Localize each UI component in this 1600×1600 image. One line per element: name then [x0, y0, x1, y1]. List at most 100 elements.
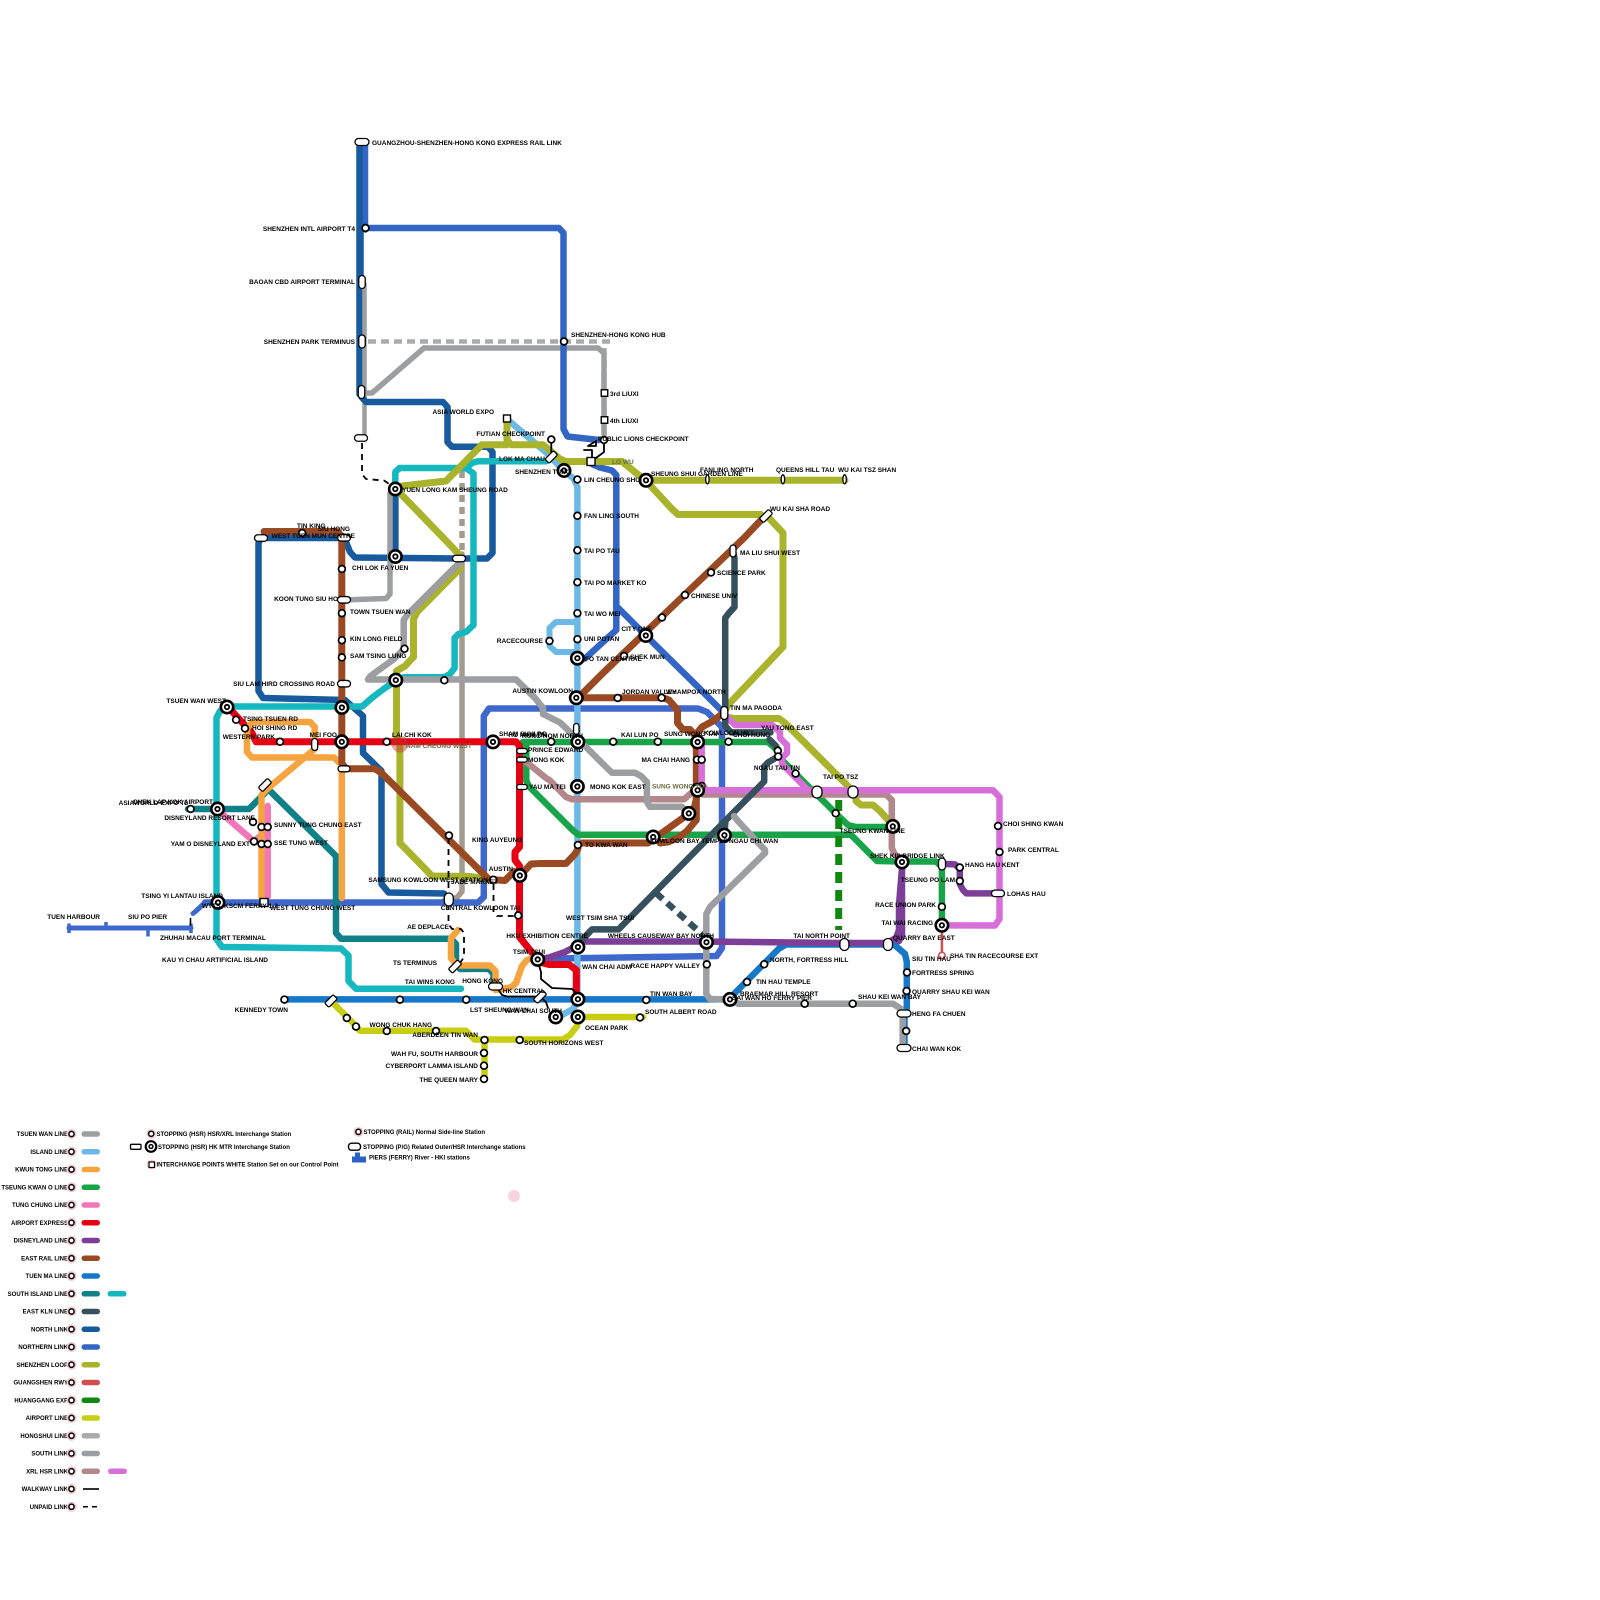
svg-text:RACE UNION PARK: RACE UNION PARK	[875, 902, 936, 909]
svg-text:SOUTH ISLAND LINE: SOUTH ISLAND LINE	[8, 1292, 68, 1298]
svg-text:TIN WAN BAY: TIN WAN BAY	[650, 991, 693, 998]
svg-text:EAST KLN LINE: EAST KLN LINE	[23, 1310, 68, 1316]
svg-text:SIU LAM HIRD CROSSING ROAD: SIU LAM HIRD CROSSING ROAD	[233, 681, 335, 688]
svg-text:STOPPING (RAIL) Normal Side-l: STOPPING (RAIL) Normal Side-line Station	[364, 1130, 486, 1136]
svg-text:WALKWAY LINK: WALKWAY LINK	[22, 1487, 69, 1493]
svg-text:BRAEMAR HILL RESORT: BRAEMAR HILL RESORT	[740, 991, 818, 998]
svg-text:TUEN MA LINE: TUEN MA LINE	[26, 1274, 68, 1280]
svg-text:TIN KING: TIN KING	[297, 523, 326, 530]
svg-text:WAN CHAI ADM: WAN CHAI ADM	[582, 964, 631, 971]
svg-text:TAI WAI RACING: TAI WAI RACING	[881, 920, 933, 927]
svg-text:TAI WO MEI: TAI WO MEI	[584, 611, 621, 618]
svg-text:LO WU: LO WU	[612, 459, 634, 466]
svg-text:SHENZHEN LOOP: SHENZHEN LOOP	[16, 1363, 68, 1369]
svg-text:PARK CENTRAL: PARK CENTRAL	[1008, 847, 1059, 854]
svg-text:LST SHEUNG WAN: LST SHEUNG WAN	[470, 1007, 529, 1014]
svg-text:KOWLOON HILL: KOWLOON HILL	[704, 730, 755, 737]
svg-text:SAMSUNG KOWLOON WEST STATION: SAMSUNG KOWLOON WEST STATION	[368, 877, 488, 884]
svg-text:SOUTH LINK: SOUTH LINK	[31, 1452, 68, 1458]
svg-text:WAH FU, SOUTH HARBOUR: WAH FU, SOUTH HARBOUR	[391, 1051, 478, 1058]
svg-text:CENTRAL KOWLOON TAI: CENTRAL KOWLOON TAI	[441, 905, 520, 912]
svg-text:TUNG CHUNG LINE: TUNG CHUNG LINE	[12, 1203, 68, 1209]
svg-text:BAOAN CBD AIRPORT TERMINAL: BAOAN CBD AIRPORT TERMINAL	[249, 279, 355, 286]
svg-text:ABERDEEN TIN WAN: ABERDEEN TIN WAN	[412, 1032, 478, 1039]
svg-text:WESTERN PARK: WESTERN PARK	[223, 734, 276, 741]
svg-text:MA LIU SHUI WEST: MA LIU SHUI WEST	[740, 550, 800, 557]
svg-text:AIRPORT EXPRESS: AIRPORT EXPRESS	[11, 1221, 68, 1227]
svg-text:QUARRY SHAU KEI WAN: QUARRY SHAU KEI WAN	[912, 989, 990, 996]
svg-text:GUANGZHOU-SHENZHEN-HONG KONG E: GUANGZHOU-SHENZHEN-HONG KONG EXPRESS RAI…	[372, 140, 562, 147]
svg-text:TO KWA WAN: TO KWA WAN	[585, 842, 628, 849]
svg-text:INTERCHANGE POINTS WHITE Stati: INTERCHANGE POINTS WHITE Station Set on …	[157, 1163, 339, 1169]
svg-text:TUEN HARBOUR: TUEN HARBOUR	[47, 914, 100, 921]
svg-text:HUNG HOM NORTH: HUNG HOM NORTH	[522, 733, 583, 740]
svg-text:PRINCE EDWARD: PRINCE EDWARD	[528, 747, 584, 754]
svg-text:XRL HSR LINK: XRL HSR LINK	[26, 1469, 69, 1475]
svg-text:TAI PO TSZ: TAI PO TSZ	[823, 774, 858, 781]
svg-text:WAN CHAI SOUTH: WAN CHAI SOUTH	[505, 1008, 563, 1015]
svg-text:MONG KOK: MONG KOK	[528, 757, 565, 764]
svg-text:WU KAI TSZ SHAN: WU KAI TSZ SHAN	[838, 467, 896, 474]
svg-text:NORTH LINK: NORTH LINK	[31, 1327, 69, 1333]
svg-text:GUANGSHEN RWY: GUANGSHEN RWY	[13, 1381, 68, 1387]
svg-text:WTTS, KSCM FERRY 1-2: WTTS, KSCM FERRY 1-2	[202, 903, 278, 910]
svg-text:ASIAWORLD-EXPO T2: ASIAWORLD-EXPO T2	[119, 800, 189, 807]
svg-text:HKU EXHIBITION CENTRE: HKU EXHIBITION CENTRE	[506, 933, 588, 940]
svg-text:LOK MA CHAU: LOK MA CHAU	[499, 456, 545, 463]
svg-text:PIERS (FERRY) River - HKI sta: PIERS (FERRY) River - HKI stations	[369, 1156, 470, 1162]
svg-text:HOI SHING RD: HOI SHING RD	[252, 725, 297, 732]
svg-text:STOPPING (P/G) Related Outer/: STOPPING (P/G) Related Outer/HSR Interch…	[363, 1145, 526, 1151]
svg-text:HANG HAU KENT: HANG HAU KENT	[965, 862, 1020, 869]
svg-text:SOUTH ALBERT ROAD: SOUTH ALBERT ROAD	[645, 1009, 717, 1016]
svg-text:CYBERPORT LAMMA ISLAND: CYBERPORT LAMMA ISLAND	[385, 1063, 478, 1070]
svg-text:WEST TSIM SHA TSUI: WEST TSIM SHA TSUI	[566, 915, 634, 922]
svg-text:YAU TONG EAST: YAU TONG EAST	[761, 725, 814, 732]
svg-text:MONG KOK EAST: MONG KOK EAST	[590, 784, 646, 791]
svg-text:ASIA WORLD EXPO: ASIA WORLD EXPO	[432, 409, 494, 416]
svg-text:LIN CHEUNG SHUI: LIN CHEUNG SHUI	[584, 477, 642, 484]
svg-text:AUSTIN: AUSTIN	[489, 866, 514, 873]
svg-text:AIRPORT LINE: AIRPORT LINE	[26, 1416, 68, 1422]
svg-text:SHEK KIP BRIDGE LINK: SHEK KIP BRIDGE LINK	[870, 853, 945, 860]
svg-text:OCEAN PARK: OCEAN PARK	[585, 1025, 629, 1032]
svg-text:TSUEN WAN LINE: TSUEN WAN LINE	[17, 1132, 68, 1138]
svg-text:SHENZHEN PARK TERMINUS: SHENZHEN PARK TERMINUS	[264, 339, 356, 346]
svg-text:WEST TUNG CHUNG WEST: WEST TUNG CHUNG WEST	[270, 905, 355, 912]
svg-text:KOWLOON BAY TEMPLE: KOWLOON BAY TEMPLE	[650, 838, 728, 845]
svg-text:CHOI SHING KWAN: CHOI SHING KWAN	[1003, 821, 1064, 828]
svg-text:FAN LING SOUTH: FAN LING SOUTH	[584, 513, 639, 520]
svg-text:CHAI WAN KOK: CHAI WAN KOK	[912, 1046, 961, 1053]
svg-text:SHENZHEN INTL AIRPORT T4: SHENZHEN INTL AIRPORT T4	[263, 226, 355, 233]
svg-text:SHAM SHUI PO: SHAM SHUI PO	[499, 731, 547, 738]
svg-text:SHEUNG SHUI GARDEN LINE: SHEUNG SHUI GARDEN LINE	[651, 471, 743, 478]
svg-text:TAI PO MARKET KO: TAI PO MARKET KO	[584, 580, 646, 587]
svg-text:WHAMPOA NORTH: WHAMPOA NORTH	[666, 689, 726, 696]
svg-text:LAI CHI KOK: LAI CHI KOK	[392, 732, 432, 739]
svg-text:HONG KONG: HONG KONG	[462, 978, 503, 985]
svg-text:FO TAN CENTRAL: FO TAN CENTRAL	[585, 656, 642, 663]
svg-text:KING AUYEUNG: KING AUYEUNG	[472, 837, 522, 844]
svg-text:SUNG WONG TAI: SUNG WONG TAI	[664, 731, 718, 738]
svg-text:SOUTH HORIZONS WEST: SOUTH HORIZONS WEST	[524, 1040, 603, 1047]
svg-text:KWUN TONG LINE: KWUN TONG LINE	[15, 1168, 68, 1174]
svg-text:SIU HONG: SIU HONG	[318, 526, 350, 533]
svg-text:WONG CHUK HANG: WONG CHUK HANG	[370, 1022, 432, 1029]
svg-text:STOPPING (HSR) HK MTR Interch: STOPPING (HSR) HK MTR Interchange Statio…	[158, 1145, 290, 1151]
svg-text:CHI LOK FA YUEN: CHI LOK FA YUEN	[352, 565, 409, 572]
svg-text:WEST TUEN MUN CENTRE: WEST TUEN MUN CENTRE	[272, 533, 356, 540]
svg-text:UNI POTAN: UNI POTAN	[584, 636, 620, 643]
svg-text:SHENZHEN-HONG KONG HUB: SHENZHEN-HONG KONG HUB	[571, 332, 666, 339]
svg-text:TSEUNG KWAN O LINE: TSEUNG KWAN O LINE	[1, 1185, 68, 1191]
svg-text:NORTHERN LINK: NORTHERN LINK	[18, 1345, 68, 1351]
svg-text:FANLING NORTH: FANLING NORTH	[700, 467, 754, 474]
svg-text:CHEK LAP KOK AIRPORT: CHEK LAP KOK AIRPORT	[133, 799, 213, 806]
svg-text:KOON TUNG SIU HO: KOON TUNG SIU HO	[274, 596, 338, 603]
svg-text:CHINESE UNIV: CHINESE UNIV	[691, 593, 738, 600]
svg-text:MEI FOO: MEI FOO	[310, 732, 337, 739]
svg-text:SHA TIN RACECOURSE EXT: SHA TIN RACECOURSE EXT	[950, 953, 1038, 960]
svg-text:TAI NORTH POINT: TAI NORTH POINT	[793, 933, 850, 940]
svg-text:STOPPING (HSR) HSR/XRL Interc: STOPPING (HSR) HSR/XRL Interchange Stati…	[157, 1132, 292, 1138]
svg-text:HUANGGANG EXP: HUANGGANG EXP	[14, 1398, 68, 1404]
svg-text:LOHAS HAU: LOHAS HAU	[1007, 891, 1046, 898]
svg-text:CHOI HUNG: CHOI HUNG	[733, 732, 770, 739]
